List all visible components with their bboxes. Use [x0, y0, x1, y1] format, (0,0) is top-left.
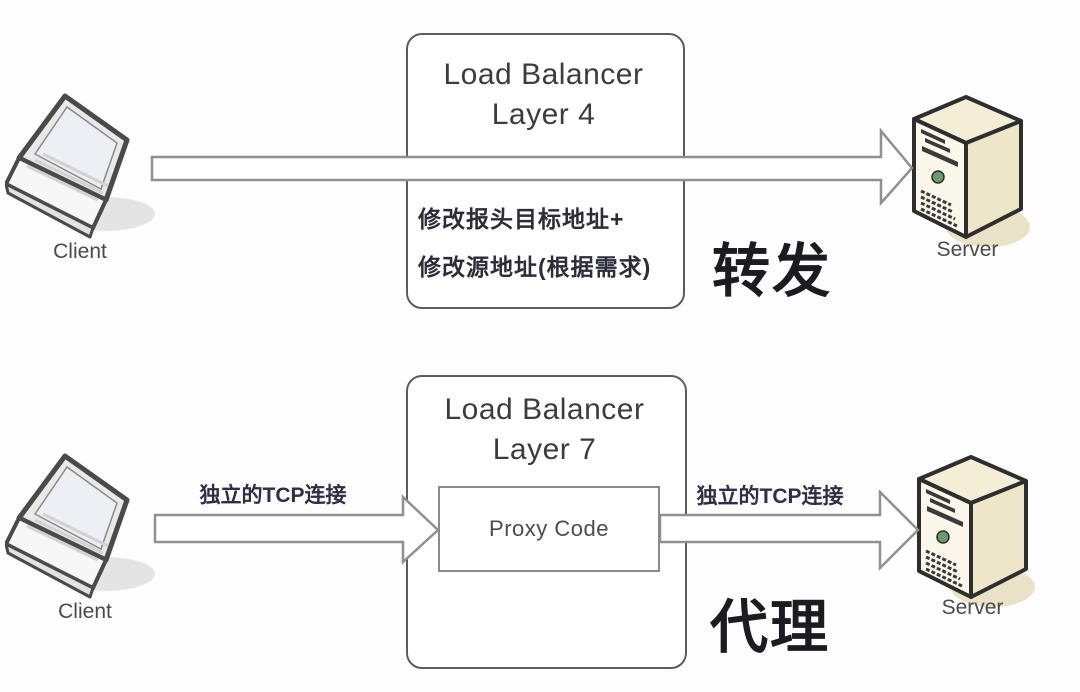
server-tower-icon: [917, 455, 1035, 607]
tcp-left-label: 独立的TCP连接: [199, 484, 347, 507]
layer4-note-line1: 修改报头目标地址+: [418, 206, 625, 232]
layer4-client-label: Client: [53, 240, 107, 263]
layer4-box-title: Load Balancer Layer 4: [406, 55, 681, 135]
proxy-code-box: Proxy Code: [438, 486, 660, 572]
forward-arrow-icon: [150, 127, 914, 207]
layer7-title-line2: Layer 7: [492, 433, 597, 466]
laptop-icon: [5, 453, 155, 599]
layer7-server-label: Server: [941, 596, 1004, 619]
layer7-box-title: Load Balancer Layer 7: [406, 390, 683, 470]
proxy-big-label: 代理: [710, 595, 831, 660]
layer4-note-line2: 修改源地址(根据需求): [418, 254, 652, 280]
proxy-code-label: Proxy Code: [489, 516, 609, 541]
layer7-title-line1: Load Balancer: [444, 393, 645, 426]
layer4-server-label: Server: [936, 238, 999, 261]
laptop-icon: [5, 93, 155, 239]
forward-big-label: 转发: [712, 239, 833, 304]
layer4-title-line2: Layer 4: [491, 98, 596, 131]
tcp-arrow-left-icon: [153, 494, 440, 565]
server-tower-icon: [912, 95, 1030, 247]
layer7-client-label: Client: [58, 600, 112, 623]
tcp-right-label: 独立的TCP连接: [696, 485, 844, 508]
tcp-arrow-right-icon: [658, 490, 920, 572]
layer4-title-line1: Load Balancer: [443, 58, 644, 91]
